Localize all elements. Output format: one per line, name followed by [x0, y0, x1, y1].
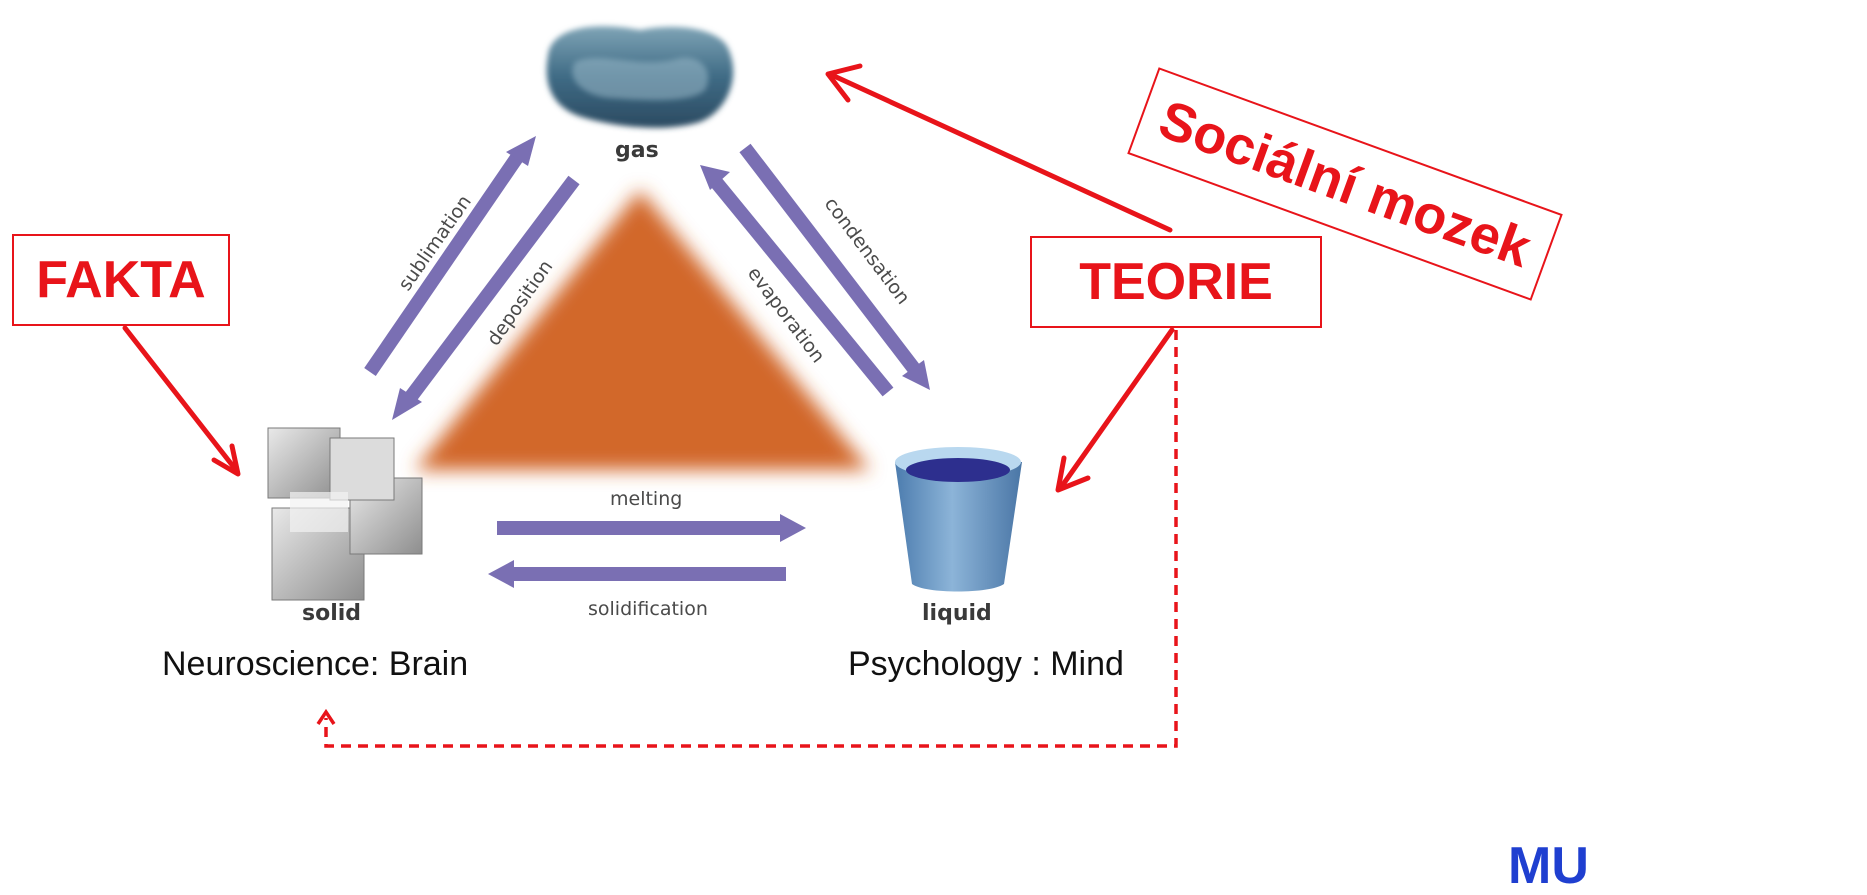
teorie-label: TEORIE [1079, 253, 1273, 311]
evaporation-arrow [710, 177, 894, 397]
fakta-arrowhead [211, 443, 241, 477]
melting-arrowhead [780, 514, 806, 542]
central-triangle [415, 190, 870, 470]
solid-label: solid [302, 601, 362, 626]
teorie-to-gas-arrow [831, 73, 1173, 233]
dashed-feedback-arrow [324, 330, 1178, 748]
ice-cubes-icon [267, 427, 423, 601]
teorie-liquid-arrowhead [1055, 455, 1091, 493]
fakta-to-solid-arrow [122, 325, 239, 473]
condensation-arrow [739, 143, 921, 375]
melting-label: melting [610, 488, 683, 510]
dashed-arrowhead [316, 708, 336, 725]
solidification-label: solidification [588, 598, 708, 620]
deposition-arrow [404, 175, 580, 403]
annotation-arrows [122, 63, 1175, 493]
sublimation-arrowhead [506, 136, 536, 166]
psychology-caption: Psychology : Mind [848, 645, 1124, 683]
corner-logo-text: MU [1508, 837, 1589, 895]
teorie-box: TEORIE [1030, 236, 1322, 328]
solidification-arrowhead [488, 560, 514, 588]
gas-label: gas [615, 138, 659, 163]
gas-cloud-icon [546, 26, 734, 128]
sublimation-arrow [364, 152, 524, 376]
fakta-box: FAKTA [12, 234, 230, 326]
neuroscience-caption: Neuroscience: Brain [162, 645, 469, 683]
evaporation-arrowhead [700, 165, 730, 190]
liquid-label: liquid [922, 601, 992, 626]
teorie-to-liquid-arrow [1059, 327, 1175, 489]
liquid-bucket-icon [895, 447, 1022, 592]
condensation-arrowhead [902, 360, 930, 390]
teorie-gas-arrowhead [825, 63, 863, 103]
deposition-arrowhead [392, 388, 422, 420]
fakta-label: FAKTA [36, 251, 206, 309]
transition-arrows [364, 136, 930, 588]
